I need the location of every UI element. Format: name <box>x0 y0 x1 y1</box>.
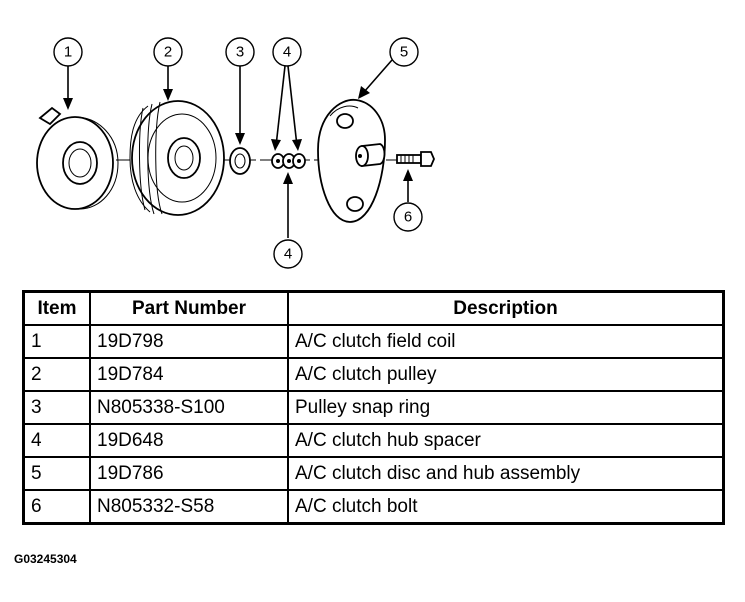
cell-part-number: 19D798 <box>89 324 289 359</box>
callout-6: 6 <box>393 202 423 232</box>
cell-description: A/C clutch hub spacer <box>287 423 725 458</box>
callout-label: 1 <box>64 44 72 61</box>
callout-1: 1 <box>53 37 83 67</box>
table-row: 5 19D786 A/C clutch disc and hub assembl… <box>22 456 725 491</box>
callout-label: 5 <box>400 44 408 61</box>
cell-part-number: N805332-S58 <box>89 489 289 525</box>
callout-2: 2 <box>153 37 183 67</box>
cell-part-number: 19D648 <box>89 423 289 458</box>
cell-item: 2 <box>22 357 91 392</box>
callout-label: 2 <box>164 44 172 61</box>
cell-item: 4 <box>22 423 91 458</box>
clutch-bolt-part <box>396 151 435 167</box>
leader-lines <box>63 59 413 238</box>
figure-id: G03245304 <box>14 552 77 566</box>
table-header-row: Item Part Number Description <box>22 290 725 326</box>
pulley-part <box>129 100 225 216</box>
parts-table: Item Part Number Description 1 19D798 A/… <box>22 290 725 525</box>
table-row: 6 N805332-S58 A/C clutch bolt <box>22 489 725 525</box>
cell-description: A/C clutch disc and hub assembly <box>287 456 725 491</box>
table-row: 4 19D648 A/C clutch hub spacer <box>22 423 725 458</box>
field-coil-part <box>36 106 119 210</box>
callout-5: 5 <box>389 37 419 67</box>
callout-label: 4 <box>284 246 292 263</box>
cell-part-number: N805338-S100 <box>89 390 289 425</box>
cell-part-number: 19D786 <box>89 456 289 491</box>
cell-part-number: 19D784 <box>89 357 289 392</box>
callout-label: 6 <box>404 209 412 226</box>
header-item: Item <box>22 290 91 326</box>
callout-4-bottom: 4 <box>273 239 303 269</box>
cell-description: A/C clutch field coil <box>287 324 725 359</box>
hub-spacers-part <box>271 153 306 169</box>
callout-4-top: 4 <box>272 37 302 67</box>
callout-label: 4 <box>283 44 291 61</box>
clutch-disc-hub-part <box>317 99 386 223</box>
cell-item: 6 <box>22 489 91 525</box>
snap-ring-part <box>229 147 251 175</box>
cell-description: Pulley snap ring <box>287 390 725 425</box>
exploded-diagram: 1 2 3 4 5 6 4 <box>36 37 435 269</box>
cell-description: A/C clutch pulley <box>287 357 725 392</box>
callout-3: 3 <box>225 37 255 67</box>
table-row: 3 N805338-S100 Pulley snap ring <box>22 390 725 425</box>
table-row: 2 19D784 A/C clutch pulley <box>22 357 725 392</box>
cell-item: 1 <box>22 324 91 359</box>
table-row: 1 19D798 A/C clutch field coil <box>22 324 725 359</box>
cell-item: 3 <box>22 390 91 425</box>
header-part-number: Part Number <box>89 290 289 326</box>
cell-item: 5 <box>22 456 91 491</box>
header-description: Description <box>287 290 725 326</box>
callout-label: 3 <box>236 44 244 61</box>
cell-description: A/C clutch bolt <box>287 489 725 525</box>
